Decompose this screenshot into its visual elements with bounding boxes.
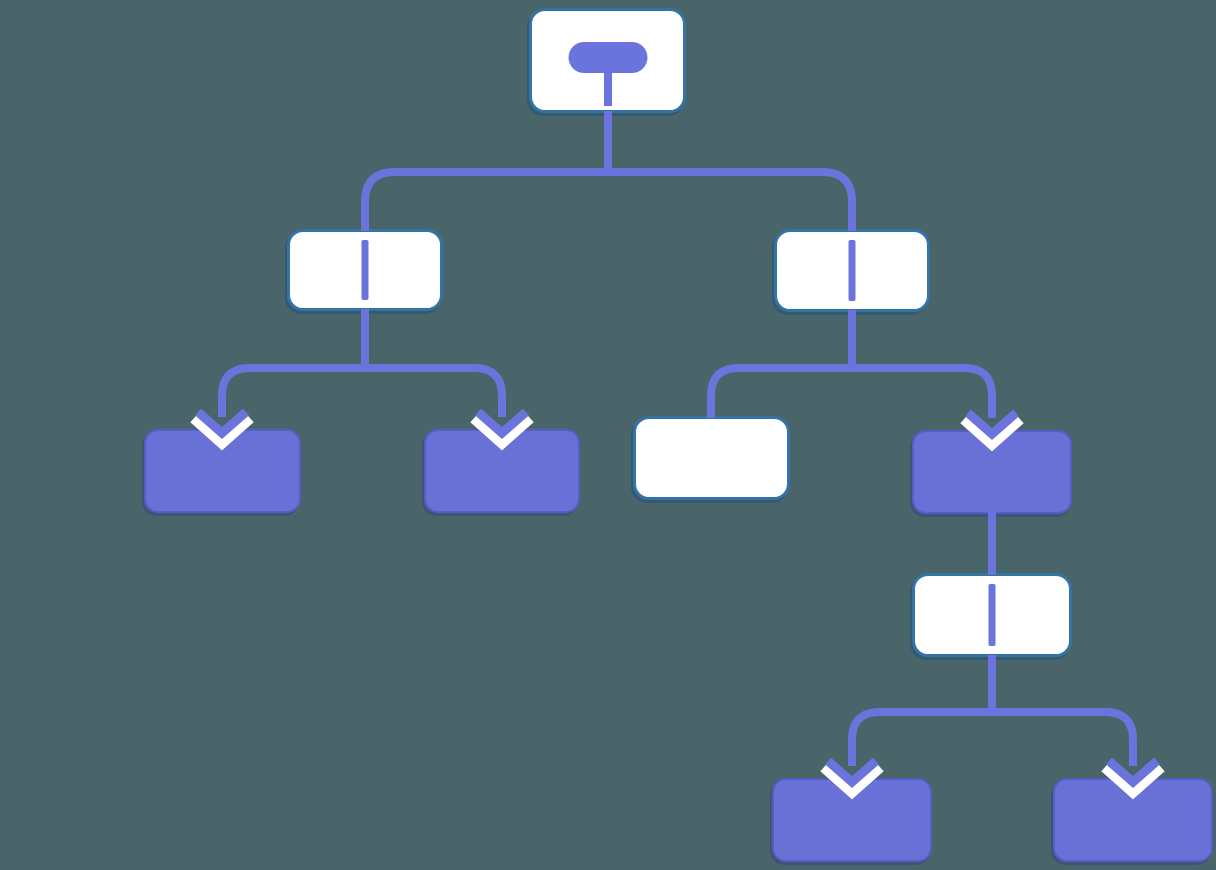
flowchart-node-branch-right[interactable]	[774, 229, 930, 312]
pill-stem-icon	[603, 69, 612, 106]
flowchart-node-leaf-3[interactable]	[772, 778, 932, 862]
flowchart-node-leaf-4[interactable]	[1053, 778, 1213, 862]
divider-line-icon	[848, 240, 856, 301]
divider-line-icon	[988, 584, 996, 646]
flowchart-node-sub-branch[interactable]	[912, 573, 1072, 657]
connector-rail-bottom	[848, 708, 1137, 766]
flowchart-node-child-collapsed[interactable]	[912, 430, 1072, 514]
pill-icon	[568, 42, 647, 73]
connector-rail-left	[218, 364, 506, 417]
divider-line-icon	[361, 240, 369, 300]
flowchart-node-branch-left[interactable]	[287, 229, 443, 311]
flowchart-node-child-plain[interactable]	[633, 416, 790, 500]
flowchart-node-leaf-1[interactable]	[144, 429, 301, 513]
connector-rail-top	[361, 168, 856, 231]
connector-rail-right	[707, 364, 996, 418]
flowchart-node-leaf-2[interactable]	[424, 429, 580, 513]
flowchart-node-root[interactable]	[529, 8, 686, 113]
